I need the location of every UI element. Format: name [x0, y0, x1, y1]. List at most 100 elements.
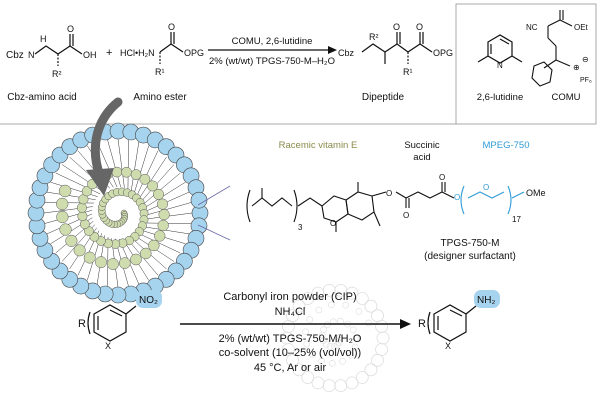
watermark-bead: [375, 320, 389, 333]
comu-pf6: PF₆: [580, 77, 592, 84]
watermark-core-bead: [306, 316, 314, 324]
micelle-tail: [143, 182, 186, 209]
vitamin-e-tail: [246, 188, 323, 223]
amino-ester-structure: [159, 32, 184, 64]
watermark-core-bead: [320, 326, 327, 334]
micelle-core-bead: [158, 209, 170, 221]
no2-label: NO₂: [139, 295, 158, 306]
no2-highlight: [136, 290, 162, 308]
micelle-core-bead: [81, 186, 93, 197]
watermark-bead: [355, 292, 369, 305]
watermark-core-bead: [328, 360, 336, 367]
micelle-core-bead: [147, 180, 158, 192]
micelle-core-bead: [77, 211, 88, 222]
comu-minus: ⊖: [582, 55, 589, 64]
x-label-1: X: [105, 341, 111, 351]
watermark-bead: [345, 286, 359, 300]
micelle-core-bead: [156, 198, 169, 210]
succinic-acid-label-2: acid: [413, 152, 430, 163]
watermark-bead: [301, 292, 315, 305]
watermark-bead: [292, 363, 306, 377]
micelle-tail: [136, 150, 159, 196]
micelle-tail: [127, 139, 129, 189]
cbz-label-1: Cbz: [6, 50, 24, 61]
watermark-bead: [371, 309, 384, 323]
watermark-bead: [322, 379, 336, 393]
reagent-line-2: NH₄Cl: [275, 306, 306, 318]
micelle-tail: [134, 145, 149, 193]
mpeg-o-2: O: [483, 183, 489, 192]
comu-structure: [531, 10, 573, 87]
micelle-tail: [139, 156, 167, 199]
micelle-core-bead: [130, 253, 142, 266]
comu-n-plus: ⊕: [573, 63, 580, 72]
micelle-tail: [141, 164, 175, 202]
repeat-subscript-3: 3: [298, 223, 303, 232]
ester-o-1: O: [386, 189, 392, 198]
background-micelle-watermark: [280, 283, 390, 393]
watermark-core-bead: [352, 334, 360, 342]
micelle-tail: [142, 172, 181, 205]
bottom-arrow-head: [400, 319, 411, 329]
watermark-core-bead: [355, 308, 363, 315]
watermark-core-bead: [365, 319, 373, 327]
micelle-core-bead: [95, 256, 107, 269]
micelle-tail: [117, 138, 125, 188]
amino-ester-label: Amino ester: [133, 92, 187, 103]
watermark-core-bead: [342, 301, 350, 309]
o-label-3: O: [393, 22, 400, 32]
nitroarene-structure: [87, 304, 137, 342]
micelle-illustration: [27, 122, 209, 304]
succinate-linker: [395, 182, 455, 208]
cbz-amino-acid-structure: [34, 34, 83, 66]
oh-label: OH: [83, 50, 97, 60]
comu-label: COMU: [551, 92, 580, 103]
watermark-bead: [281, 320, 295, 333]
watermark-core-bead: [335, 339, 343, 347]
mpeg-o-1: O: [454, 193, 460, 202]
r-label-2: R: [418, 318, 426, 330]
watermark-bead: [364, 299, 378, 313]
micelle-core-bead: [139, 173, 151, 185]
condition-line-2: co-solvent (10–25% (vol/vol)): [219, 347, 361, 359]
micelle-core-bead: [83, 251, 96, 264]
watermark-bead: [376, 331, 390, 345]
r-label-1: R: [78, 318, 86, 330]
watermark-core-bead: [328, 301, 335, 309]
zoom-line-bottom: [197, 224, 231, 241]
ome-label: OMe: [526, 188, 546, 198]
micelle-core-bead: [148, 239, 160, 252]
top-conditions-label: 2% (wt/wt) TPGS-750-M–H₂O: [209, 56, 335, 67]
micelle-core-bead: [73, 244, 86, 257]
watermark-core-bead: [309, 350, 316, 358]
hcl-h2n-label: HCl•H₂N: [120, 48, 155, 58]
dipeptide-structure: [361, 32, 433, 64]
x-label-2: X: [445, 341, 451, 351]
micelle-core-bead: [154, 230, 166, 242]
nh2-label: NH₂: [477, 295, 495, 306]
racemic-vitamin-e-label: Racemic vitamin E: [279, 140, 358, 151]
micelle-core-bead: [76, 202, 87, 213]
r2-label-1: R²: [52, 69, 62, 79]
o-label-1: O: [67, 24, 74, 34]
cbz-amino-acid-label: Cbz-amino acid: [7, 92, 76, 103]
micelle-tail: [131, 141, 140, 191]
watermark-bead: [364, 363, 378, 377]
watermark-core-bead: [302, 328, 309, 336]
watermark-core-bead: [303, 340, 311, 348]
reagents-box: [455, 3, 597, 125]
reagent-line-1: Carbonyl iron powder (CIP): [223, 291, 356, 303]
chromane-o: O: [330, 219, 336, 228]
watermark-core-bead: [333, 341, 341, 349]
nh-label-1: H: [40, 34, 47, 44]
cbz-label-2: Cbz: [338, 48, 355, 58]
micelle-tail: [143, 202, 192, 217]
micelle-core-bead: [58, 184, 72, 198]
micelle-tail: [96, 141, 118, 188]
nh2-highlight: [474, 290, 500, 308]
micelle-core-bead: [107, 258, 119, 270]
watermark-bead: [292, 299, 306, 313]
watermark-bead: [375, 343, 389, 356]
